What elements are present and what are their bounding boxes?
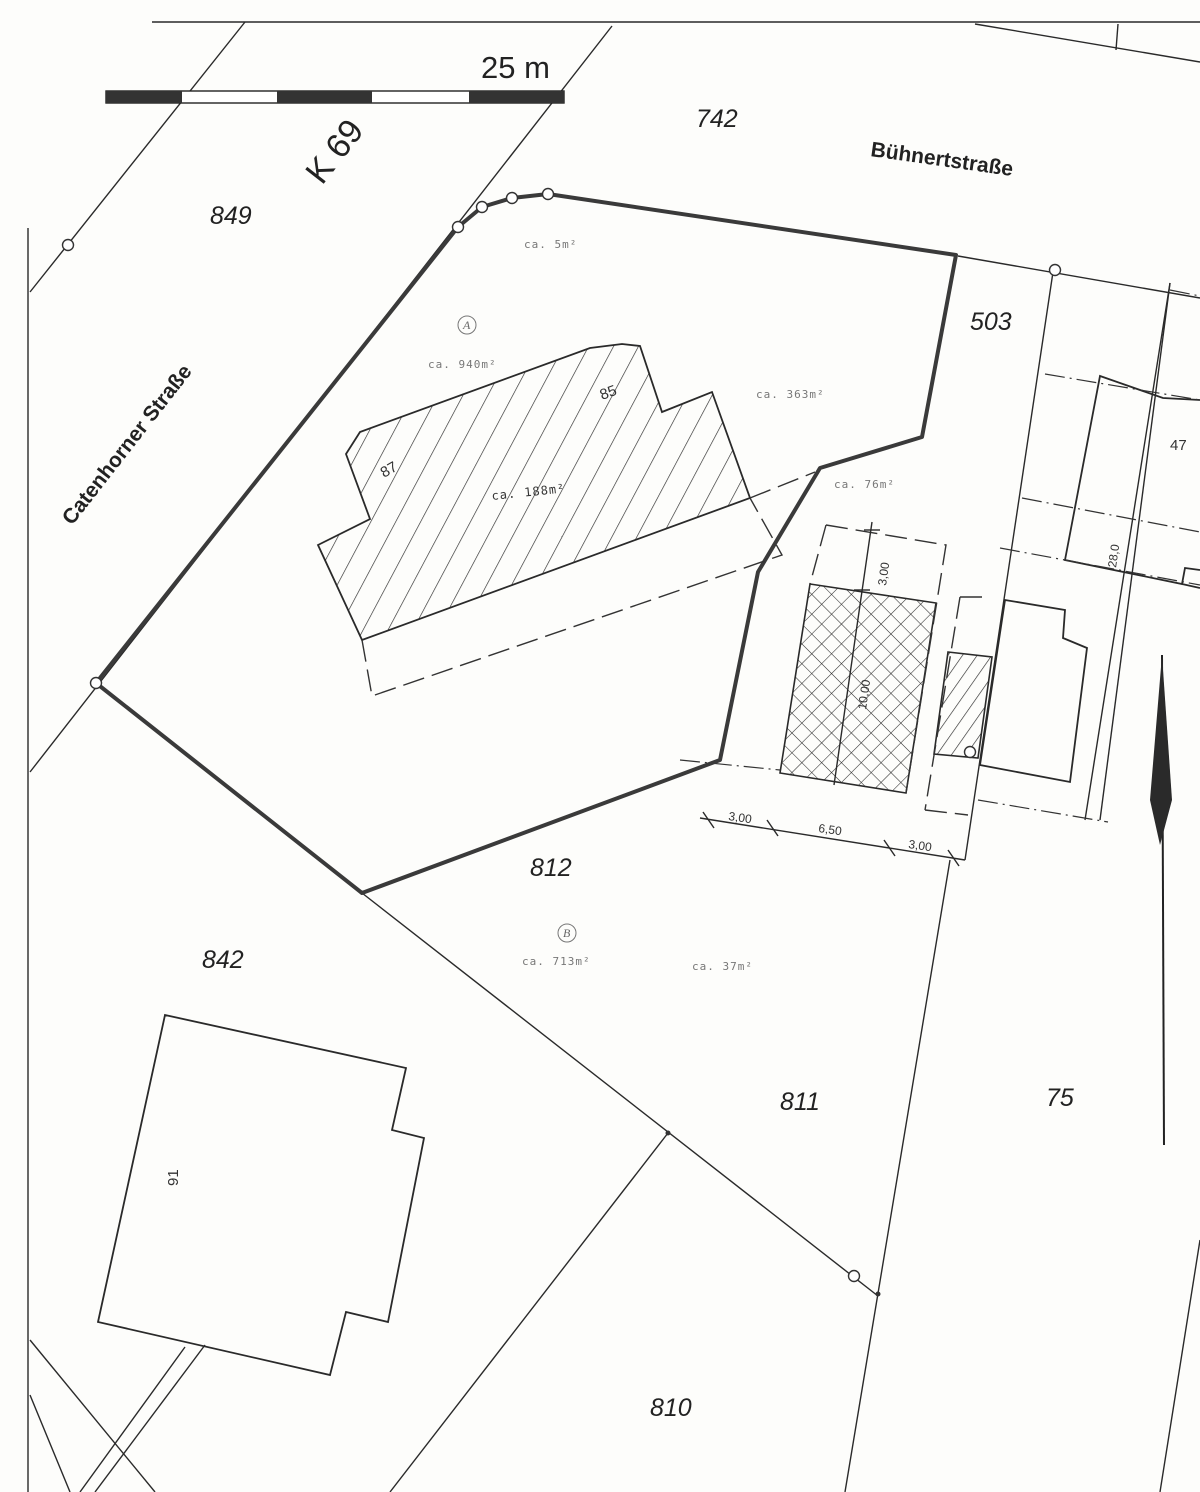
area-label-940: ca. 940m² bbox=[428, 358, 497, 371]
house-number-47: 47 bbox=[1170, 437, 1187, 454]
parcel-503: 503 bbox=[970, 308, 1012, 336]
parcel-811: 811 bbox=[780, 1088, 820, 1116]
marker-a: A bbox=[462, 318, 471, 332]
building-85-87 bbox=[316, 343, 816, 697]
scale-label: 25 m bbox=[481, 50, 550, 85]
house-number-85: 85 bbox=[598, 382, 619, 404]
parcel-812: 812 bbox=[530, 854, 572, 882]
house-number-91: 91 bbox=[165, 1169, 182, 1186]
parcel-810: 810 bbox=[650, 1394, 692, 1422]
boundary-nodes bbox=[61, 187, 1062, 1297]
area-label-363: ca. 363m² bbox=[756, 388, 825, 401]
frame-lines bbox=[27, 21, 1200, 1492]
street-label-catenhorner: Catenhorner Straße bbox=[58, 360, 197, 529]
area-label-5: ca. 5m² bbox=[524, 238, 577, 251]
dimension-650: 6,50 bbox=[818, 821, 843, 838]
parcel-75: 75 bbox=[1046, 1084, 1074, 1112]
north-arrow-icon bbox=[1150, 654, 1172, 1146]
parcel-849: 849 bbox=[210, 202, 252, 230]
dimension-300-right: 3,00 bbox=[908, 837, 933, 854]
building-47 bbox=[1063, 374, 1200, 589]
area-label-76: ca. 76m² bbox=[834, 478, 895, 491]
marker-b: B bbox=[563, 926, 571, 940]
parcel-742: 742 bbox=[696, 105, 738, 133]
planned-garage bbox=[779, 524, 993, 816]
scale-bar: 25 m bbox=[105, 50, 565, 104]
building-91 bbox=[96, 1013, 426, 1377]
area-label-713: ca. 713m² bbox=[522, 955, 591, 968]
dimension-1000: 10,00 bbox=[855, 678, 873, 710]
street-label-buehnertstrasse: Bühnertstraße bbox=[869, 138, 1014, 181]
parcel-842: 842 bbox=[202, 946, 244, 974]
dimension-300-top: 3,00 bbox=[875, 561, 892, 586]
dimension-lines bbox=[699, 282, 1171, 867]
dimension-280: 28,0 bbox=[1105, 543, 1122, 568]
street-label-k69: K 69 bbox=[298, 112, 371, 191]
house-number-87: 87 bbox=[378, 458, 401, 481]
auxiliary-lines bbox=[679, 289, 1200, 823]
area-label-37: ca. 37m² bbox=[692, 960, 753, 973]
dimension-300-left: 3,00 bbox=[728, 809, 753, 826]
building-garage-east bbox=[978, 598, 1088, 784]
road-buehnertstrasse-edges bbox=[957, 23, 1200, 299]
